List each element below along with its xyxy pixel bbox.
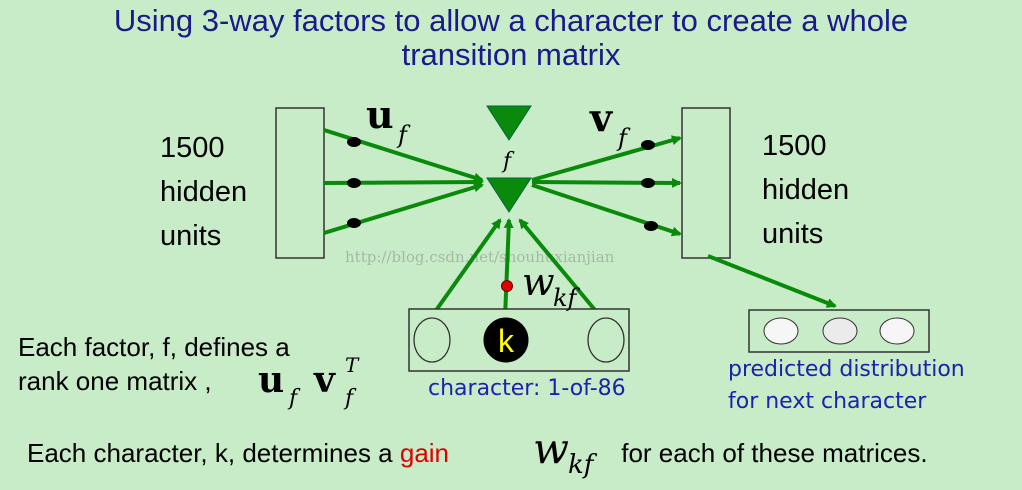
bottom-sentence-before: Each character, k, determines a	[27, 438, 400, 468]
factor-f-label: f	[501, 149, 515, 174]
right-units-count: 1500	[762, 130, 827, 162]
rank-v-sup-T: T	[345, 353, 360, 377]
v-subscript-f: f	[616, 124, 631, 152]
right-hidden-units-label: 1500 hidden units	[762, 124, 849, 256]
character-unit-86	[587, 317, 625, 363]
gain-dot	[501, 280, 513, 292]
factor-description-line1: Each factor, f, defines a	[18, 332, 290, 362]
right-units-word2: units	[762, 218, 824, 250]
prediction-unit-2	[822, 317, 858, 345]
left-units-word1: hidden	[160, 176, 248, 208]
right-hidden-box	[681, 107, 731, 259]
u-subscript-f: f	[396, 121, 411, 149]
v-arrow-2	[531, 177, 682, 188]
left-units-word2: units	[160, 220, 222, 252]
prediction-label-line2: for next character	[728, 389, 927, 414]
character-label: character: 1-of-86	[428, 376, 626, 401]
weight-dot-right-2	[641, 178, 655, 188]
k-label: k	[498, 323, 515, 359]
left-hidden-units-label: 1500 hidden units	[160, 126, 247, 258]
u-symbol: u	[366, 92, 394, 137]
bottom-sentence: Each character, k, determines a gain	[27, 436, 449, 470]
rank-v-sub: f	[343, 386, 357, 411]
prediction-label: predicted distribution for next characte…	[728, 354, 965, 418]
bottom-sentence-after: for each of these matrices.	[614, 438, 928, 468]
prediction-arrow	[707, 254, 837, 308]
character-unit-1	[413, 317, 451, 363]
rank-v-symbol: v	[313, 359, 336, 401]
w-subscript-kf: kf	[553, 284, 581, 312]
weight-dot-left-2	[347, 178, 361, 188]
factor-description: Each factor, f, defines a rank one matri…	[18, 330, 290, 398]
character-unit-k	[483, 317, 529, 363]
right-units-word1: hidden	[762, 174, 850, 206]
left-units-count: 1500	[160, 132, 225, 164]
char-arrow-1	[430, 218, 502, 318]
bottom-w-subscript: kf	[568, 450, 598, 480]
weight-dot-left-1	[347, 137, 361, 147]
bottom-w-symbol: w	[533, 424, 569, 473]
prediction-unit-3	[879, 317, 915, 345]
weight-dot-right-3	[644, 221, 658, 231]
weight-dot-right-1	[641, 140, 655, 150]
title-line-2: transition matrix	[401, 37, 621, 72]
left-hidden-box	[275, 107, 325, 259]
gain-word: gain	[399, 438, 450, 468]
w-symbol: w	[522, 260, 555, 304]
factor-description-line2: rank one matrix ,	[18, 366, 212, 396]
title-line-1: Using 3-way factors to allow a character…	[113, 3, 909, 38]
weight-dot-left-3	[347, 218, 361, 228]
factor-node-triangle-icon	[486, 177, 532, 213]
char-arrow-3	[518, 218, 602, 318]
slide-title: Using 3-way factors to allow a character…	[0, 4, 1022, 72]
prediction-unit-1	[763, 317, 799, 345]
rank-u-symbol: u	[258, 359, 284, 401]
u-arrow-3	[323, 182, 484, 235]
factor-triangle-top-icon	[486, 105, 532, 141]
char-arrow-k	[503, 218, 514, 319]
v-arrow-1	[531, 135, 682, 182]
prediction-label-line1: predicted distribution	[728, 357, 965, 382]
v-symbol: v	[589, 95, 614, 140]
